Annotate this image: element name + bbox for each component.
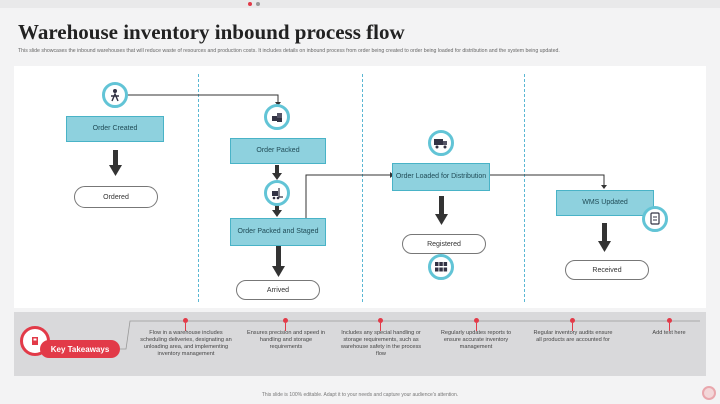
takeaway-line bbox=[669, 323, 670, 331]
truck-icon bbox=[428, 130, 454, 156]
status-ordered: Ordered bbox=[74, 186, 158, 208]
down-arrow bbox=[275, 205, 279, 211]
page-subtitle: This slide showcases the inbound warehou… bbox=[18, 48, 560, 54]
down-arrow bbox=[439, 196, 444, 215]
takeaway-marker bbox=[667, 318, 672, 323]
connector-line bbox=[127, 94, 279, 104]
down-arrow bbox=[109, 165, 122, 176]
takeaway-item: Regular inventory audits ensure all prod… bbox=[533, 330, 613, 343]
down-arrow bbox=[113, 150, 118, 166]
takeaway-marker bbox=[283, 318, 288, 323]
page-title: Warehouse inventory inbound process flow bbox=[18, 20, 405, 44]
takeaway-item: Ensures precision and speed in handling … bbox=[246, 330, 326, 350]
arrowhead bbox=[601, 185, 607, 189]
takeaway-marker bbox=[183, 318, 188, 323]
corner-badge bbox=[702, 386, 716, 400]
key-takeaways-label: Key Takeaways bbox=[40, 340, 120, 358]
top-bar bbox=[0, 0, 720, 8]
column-divider bbox=[524, 74, 525, 302]
down-arrow bbox=[598, 241, 611, 252]
column-divider bbox=[362, 74, 363, 302]
worker-icon bbox=[102, 82, 128, 108]
status-arrived: Arrived bbox=[236, 280, 320, 300]
connector-line bbox=[490, 174, 605, 187]
takeaway-line bbox=[380, 323, 381, 331]
step-order-packed: Order Packed bbox=[230, 138, 326, 164]
takeaway-marker bbox=[474, 318, 479, 323]
column-divider bbox=[198, 74, 199, 302]
takeaway-marker bbox=[570, 318, 575, 323]
down-arrow bbox=[602, 223, 607, 242]
step-order-loaded: Order Loaded for Distribution bbox=[392, 163, 490, 191]
scanner-icon bbox=[642, 206, 668, 232]
footer-note: This slide is 100% editable. Adapt it to… bbox=[261, 392, 459, 398]
takeaway-line bbox=[572, 323, 573, 331]
indicator-dot bbox=[248, 2, 252, 6]
status-received: Received bbox=[565, 260, 649, 280]
takeaway-line bbox=[285, 323, 286, 331]
down-arrow bbox=[435, 214, 448, 225]
grid-icon bbox=[428, 254, 454, 280]
down-arrow bbox=[272, 266, 285, 277]
takeaway-line bbox=[185, 323, 186, 331]
down-arrow bbox=[276, 246, 281, 267]
down-arrow bbox=[272, 173, 282, 180]
takeaway-item: Add text here bbox=[652, 330, 686, 336]
takeaway-item: Regularly updates reports to ensure accu… bbox=[440, 330, 512, 350]
status-registered: Registered bbox=[402, 234, 486, 254]
down-arrow bbox=[272, 210, 282, 217]
takeaway-item: Flow in a warehouse includes scheduling … bbox=[140, 330, 232, 357]
forklift-icon bbox=[264, 180, 290, 206]
down-arrow bbox=[275, 165, 279, 174]
indicator-dot bbox=[256, 2, 260, 6]
takeaway-item: Includes any special handling or storage… bbox=[340, 330, 422, 357]
packages-icon bbox=[264, 104, 290, 130]
step-order-created: Order Created bbox=[66, 116, 164, 142]
step-wms-updated: WMS Updated bbox=[556, 190, 654, 216]
step-order-packed-staged: Order Packed and Staged bbox=[230, 218, 326, 246]
takeaway-marker bbox=[378, 318, 383, 323]
takeaway-line bbox=[476, 323, 477, 331]
key-takeaways-panel bbox=[14, 312, 706, 376]
